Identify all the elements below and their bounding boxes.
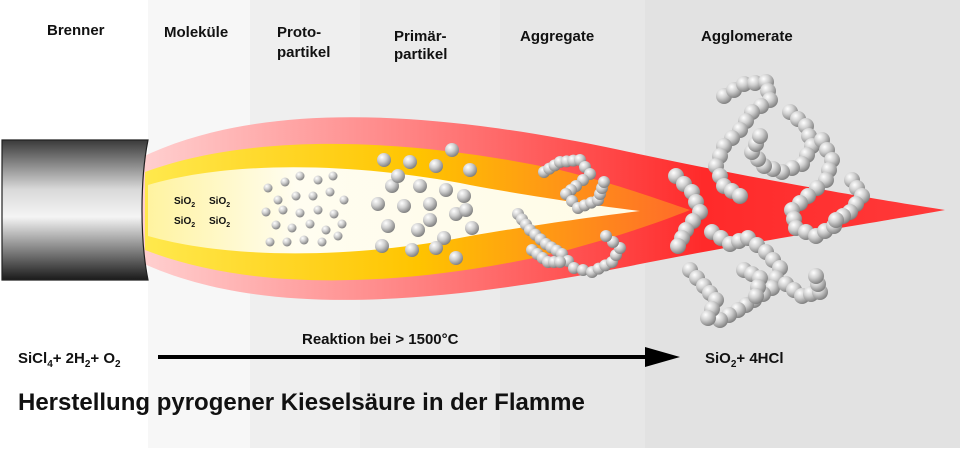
aggregate-chain bbox=[598, 176, 610, 188]
agglomerate-chain bbox=[670, 238, 686, 254]
protopartikel bbox=[271, 220, 281, 230]
primaerpartikel bbox=[405, 243, 419, 257]
molecule-1: SiO2 bbox=[174, 196, 195, 209]
protopartikel bbox=[321, 225, 331, 235]
primaerpartikel bbox=[429, 241, 443, 255]
primaerpartikel bbox=[391, 169, 405, 183]
agglomerate-chain bbox=[752, 128, 768, 144]
label-brenner: Brenner bbox=[47, 22, 105, 39]
protopartikel bbox=[299, 235, 309, 245]
label-proto-line2: partikel bbox=[277, 44, 330, 61]
reaction-arrow bbox=[158, 347, 680, 367]
reaction-row: Reaktion bei > 1500°C SiCl4+ 2H2+ O2 SiO… bbox=[18, 331, 784, 370]
molecule-labels: SiO2 SiO2 SiO2 SiO2 bbox=[174, 196, 230, 229]
primaerpartikel bbox=[459, 203, 473, 217]
protopartikel-group bbox=[261, 171, 349, 247]
protopartikel bbox=[333, 231, 343, 241]
protopartikel bbox=[339, 195, 349, 205]
stage-labels: Brenner Moleküle Proto- partikel Primär-… bbox=[47, 22, 793, 63]
molecule-4: SiO2 bbox=[209, 216, 230, 229]
primaerpartikel bbox=[449, 251, 463, 265]
primaerpartikel bbox=[439, 183, 453, 197]
protopartikel bbox=[313, 205, 323, 215]
protopartikel bbox=[295, 171, 305, 181]
primaerpartikel bbox=[429, 159, 443, 173]
primaerpartikel bbox=[403, 155, 417, 169]
protopartikel bbox=[337, 219, 347, 229]
agglomerate-chain bbox=[732, 188, 748, 204]
protopartikel bbox=[265, 237, 275, 247]
protopartikel bbox=[278, 205, 288, 215]
primaerpartikel bbox=[375, 239, 389, 253]
aggregate-chain bbox=[600, 230, 612, 242]
primaerpartikel bbox=[381, 219, 395, 233]
molecule-3: SiO2 bbox=[174, 216, 195, 229]
protopartikel bbox=[280, 177, 290, 187]
primaerpartikel bbox=[445, 143, 459, 157]
agglomerate-chain bbox=[700, 310, 716, 326]
label-primaer-line2: partikel bbox=[394, 46, 447, 63]
agglomerate-chain bbox=[712, 312, 728, 328]
burner bbox=[1, 139, 149, 281]
primaerpartikel bbox=[411, 223, 425, 237]
label-proto-line1: Proto- bbox=[277, 24, 321, 41]
agglomerate-group bbox=[668, 74, 870, 328]
agglomerate-chain bbox=[808, 268, 824, 284]
aggregate-chain bbox=[554, 256, 566, 268]
primaerpartikel bbox=[413, 179, 427, 193]
agglomerate-chain bbox=[828, 212, 844, 228]
aggregate-chain bbox=[568, 262, 580, 274]
protopartikel bbox=[325, 187, 335, 197]
primaerpartikel-group bbox=[371, 143, 479, 265]
protopartikel bbox=[313, 175, 323, 185]
protopartikel bbox=[329, 209, 339, 219]
protopartikel bbox=[295, 208, 305, 218]
primaerpartikel bbox=[463, 163, 477, 177]
diagram-title: Herstellung pyrogener Kieselsäure in der… bbox=[18, 389, 585, 416]
protopartikel bbox=[328, 171, 338, 181]
primaerpartikel bbox=[371, 197, 385, 211]
aggregate-chain bbox=[577, 264, 589, 276]
molecule-2: SiO2 bbox=[209, 196, 230, 209]
protopartikel bbox=[291, 191, 301, 201]
protopartikel bbox=[282, 237, 292, 247]
reaction-condition: Reaktion bei > 1500°C bbox=[302, 331, 459, 348]
aggregate-group bbox=[512, 154, 626, 278]
protopartikel bbox=[263, 183, 273, 193]
protopartikel bbox=[261, 207, 271, 217]
protopartikel bbox=[287, 223, 297, 233]
primaerpartikel bbox=[377, 153, 391, 167]
burner-body bbox=[1, 139, 149, 281]
label-agglomerate: Agglomerate bbox=[701, 28, 793, 45]
label-aggregate: Aggregate bbox=[520, 28, 594, 45]
primaerpartikel bbox=[465, 221, 479, 235]
protopartikel bbox=[308, 191, 318, 201]
label-primaer-line1: Primär- bbox=[394, 28, 447, 45]
protopartikel bbox=[273, 195, 283, 205]
primaerpartikel bbox=[397, 199, 411, 213]
primaerpartikel bbox=[423, 197, 437, 211]
label-molekuele: Moleküle bbox=[164, 24, 228, 41]
primaerpartikel bbox=[437, 231, 451, 245]
reactants: SiCl4+ 2H2+ O2 bbox=[18, 350, 121, 370]
products: SiO2+ 4HCl bbox=[705, 350, 784, 370]
primaerpartikel bbox=[423, 213, 437, 227]
primaerpartikel bbox=[457, 189, 471, 203]
protopartikel bbox=[305, 219, 315, 229]
agglomerate-chain bbox=[748, 288, 764, 304]
protopartikel bbox=[317, 237, 327, 247]
